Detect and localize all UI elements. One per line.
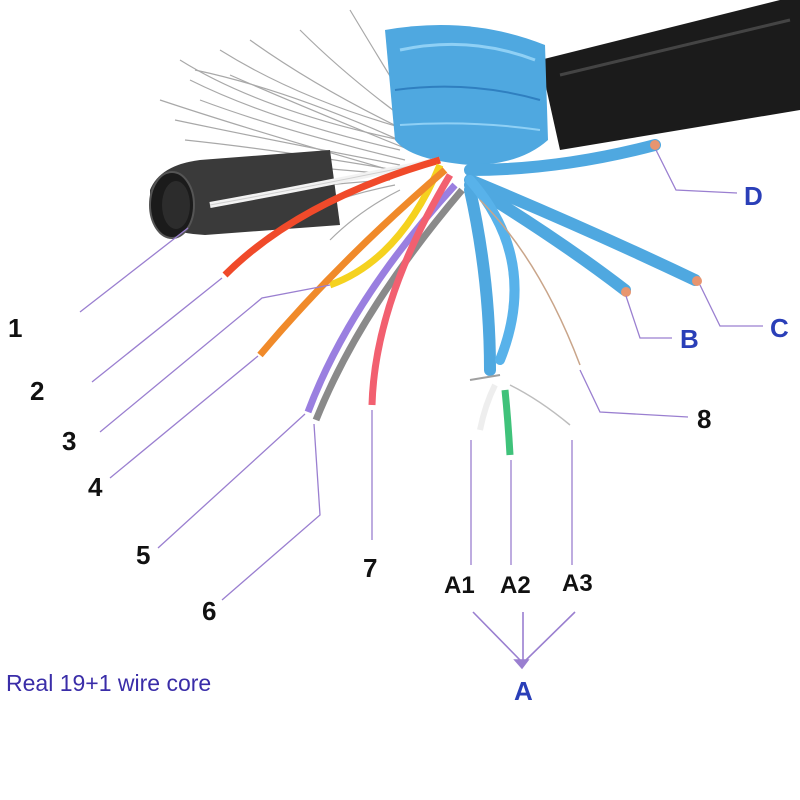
label-C: C xyxy=(770,313,789,343)
wire-pink xyxy=(368,173,454,406)
wire-orange xyxy=(257,167,448,358)
leader-4 xyxy=(109,355,259,479)
drain-wire xyxy=(479,199,581,366)
leader-6 xyxy=(221,423,321,601)
label-7: 7 xyxy=(363,553,378,583)
group-a-arrows xyxy=(472,611,576,670)
leader-1 xyxy=(79,227,189,313)
label-8: 8 xyxy=(697,404,712,434)
label-A3: A3 xyxy=(562,570,593,597)
cable-jacket-left xyxy=(149,150,340,239)
leader-lines xyxy=(79,149,763,601)
label-D: D xyxy=(744,181,763,211)
cable-jacket-right xyxy=(540,0,800,150)
leader-8 xyxy=(579,369,689,418)
wire-grey xyxy=(312,187,465,422)
label-1: 1 xyxy=(8,313,23,343)
leader-B xyxy=(625,295,672,339)
label-A2: A2 xyxy=(500,572,531,599)
leader-2 xyxy=(91,277,223,383)
label-5: 5 xyxy=(136,540,151,570)
label-3: 3 xyxy=(62,426,77,456)
label-2: 2 xyxy=(30,376,45,406)
label-4: 4 xyxy=(88,472,103,502)
leader-3 xyxy=(99,284,331,433)
label-A: A xyxy=(514,676,533,706)
wire-red xyxy=(222,156,441,278)
leader-5 xyxy=(157,413,306,549)
caption-text: Real 19+1 wire core xyxy=(6,670,212,696)
label-6: 6 xyxy=(202,596,217,626)
shielded-pairs xyxy=(464,139,702,376)
leader-D xyxy=(655,149,738,194)
pair-a-conductors xyxy=(469,374,571,456)
label-B: B xyxy=(680,324,699,354)
label-A1: A1 xyxy=(444,572,475,599)
foil-shield-wrap xyxy=(385,25,548,165)
leader-C xyxy=(699,284,763,327)
